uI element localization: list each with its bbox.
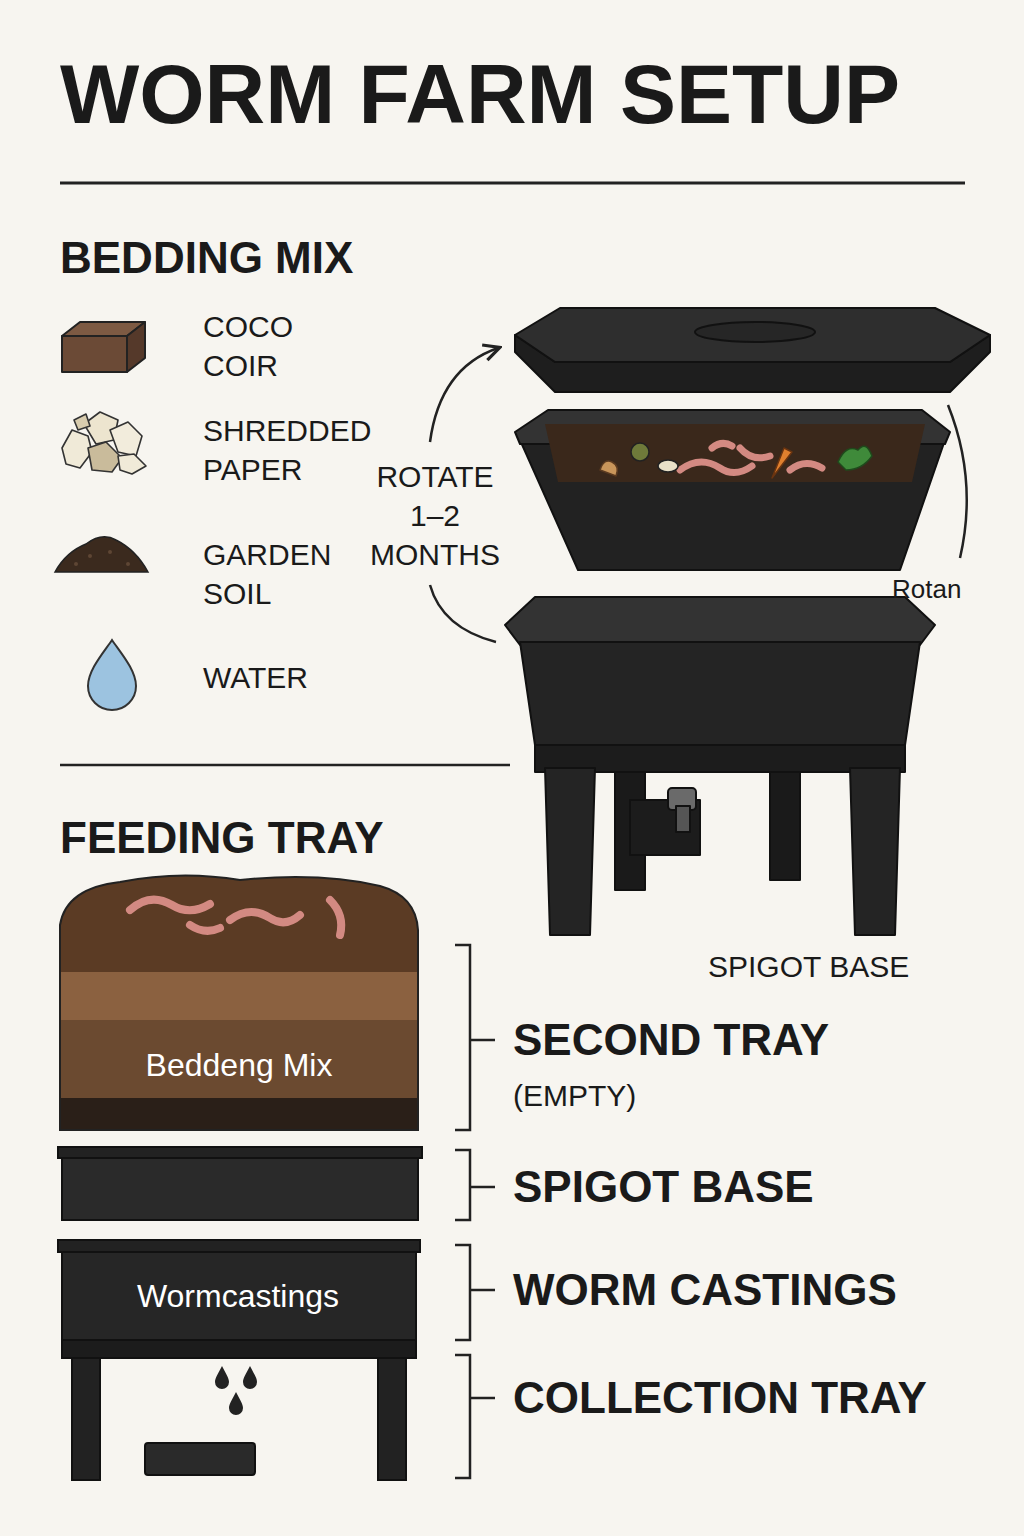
rotate-arrow xyxy=(430,585,496,642)
castings-bin-figure xyxy=(58,1240,420,1480)
ingredient-label: GARDEN SOIL xyxy=(203,535,375,613)
ingredient-label: WATER xyxy=(203,658,375,697)
bin-lid xyxy=(515,308,990,392)
garden-soil-icon xyxy=(55,537,148,572)
bracket xyxy=(455,945,495,1478)
rotate-arrow xyxy=(430,348,498,442)
layer-label: SECOND TRAY xyxy=(513,1011,1013,1068)
feeding-tray-figure xyxy=(515,410,950,570)
layer-label: COLLECTION TRAY xyxy=(513,1369,1013,1426)
castings-bin: Wormcastings xyxy=(60,1252,416,1340)
bedding-tray: Beddeng Mix xyxy=(60,1020,418,1110)
spigot-base-tray xyxy=(58,1147,422,1220)
layer-note: (EMPTY) xyxy=(513,1076,1013,1115)
layer-label: SPIGOT BASE xyxy=(513,1158,1013,1215)
divider-rule xyxy=(60,182,965,185)
bedding-tray-figure xyxy=(60,875,418,1130)
shredded-paper-icon xyxy=(62,412,146,474)
ingredient-label: COCO COIR xyxy=(203,307,375,385)
ingredient-label: SHREDDED PAPER xyxy=(203,411,375,489)
section-heading: FEEDING TRAY xyxy=(60,809,500,866)
part-label: Rotan xyxy=(892,573,1012,607)
rotate-note: ROTATE 1–2 MONTHS xyxy=(360,457,510,574)
section-heading: BEDDING MIX xyxy=(60,229,500,286)
title: WORM FARM SETUP xyxy=(60,40,1000,149)
layer-label: WORM CASTINGS xyxy=(513,1261,1013,1318)
drip-drops xyxy=(215,1366,257,1415)
part-label: SPIGOT BASE xyxy=(708,947,1008,986)
tray-text: Beddeng Mix xyxy=(146,1046,333,1084)
tray-text: Wormcastings xyxy=(137,1277,339,1315)
divider-rule xyxy=(60,764,510,767)
spigot-base-figure xyxy=(505,597,935,935)
water-drop-icon xyxy=(88,640,136,710)
rotate-arrow xyxy=(948,405,967,558)
coco-coir-icon xyxy=(62,322,145,372)
